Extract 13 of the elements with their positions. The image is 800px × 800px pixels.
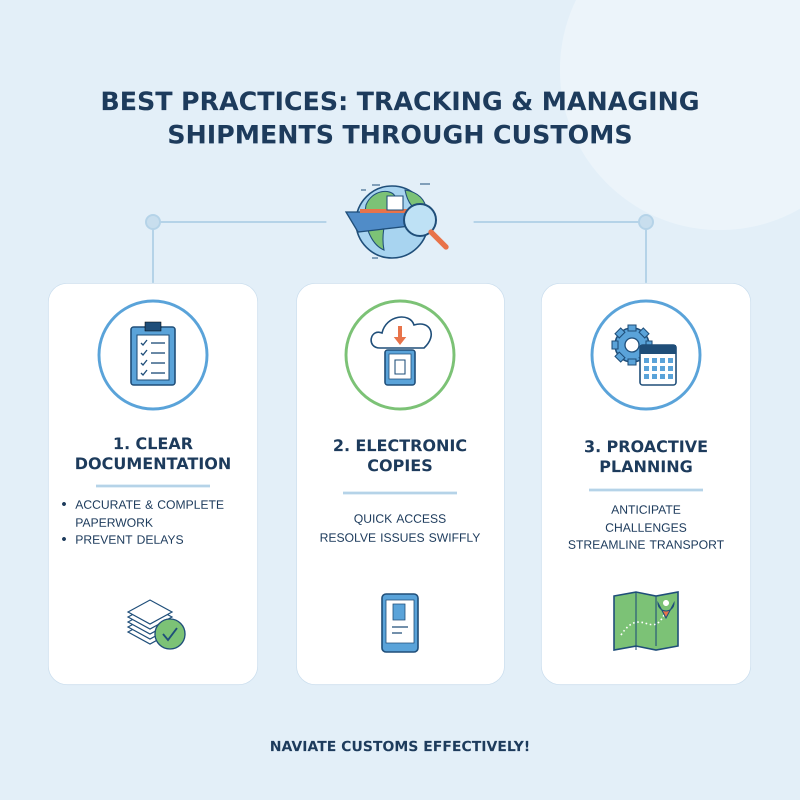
bullet-item: PREVENT DELAYS — [76, 535, 184, 544]
connector-line — [474, 221, 647, 283]
card-heading: 2. ELECTRONIC COPIES — [334, 439, 466, 472]
title: BEST PRACTICES: TRACKING & MANAGING SHIPMENTS THROUGH CUSTOMS — [102, 91, 698, 144]
card-text: RESOLVE ISSUES SWIFFLY — [320, 533, 480, 542]
card-text: STREAMLINE TRANSPORT — [568, 540, 724, 549]
bullet-item: ACCURATE & COMPLETE PAPERWORK — [75, 500, 224, 527]
card-text: ANTICIPATE CHALLENGES — [606, 505, 686, 532]
connector-line — [152, 221, 326, 283]
caption: NAVIATE CUSTOMS EFFECTIVELY! — [271, 740, 528, 752]
card-heading: 3. PROACTIVE PLANNING — [585, 440, 707, 472]
card-heading: 1. CLEAR DOCUMENTATION — [76, 437, 230, 470]
card-text: QUICK ACCESS — [354, 514, 446, 526]
